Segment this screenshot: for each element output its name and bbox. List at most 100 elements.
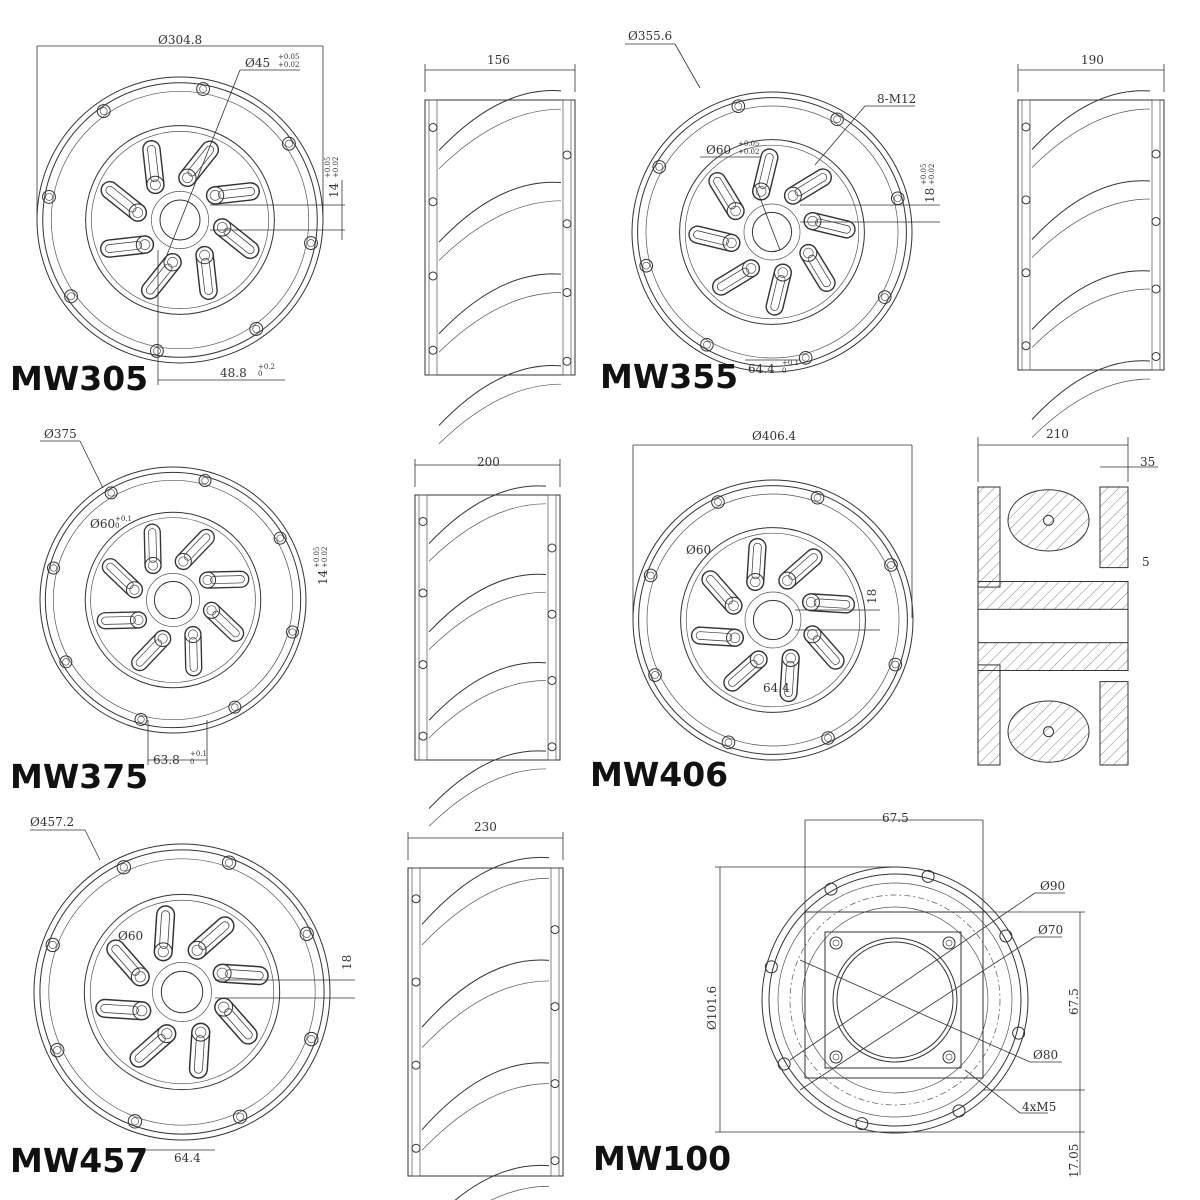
roller-bolt-core: [48, 940, 57, 949]
dia-90-label: Ø90: [1040, 879, 1065, 893]
key-width-label: 14: [316, 569, 330, 585]
roller-edge-inner: [438, 383, 562, 445]
mount-hole: [178, 168, 197, 187]
side-bolt: [1021, 341, 1031, 351]
key-width-label: 14: [327, 182, 341, 198]
roller-edge: [428, 662, 547, 721]
roller-edge: [1031, 270, 1151, 330]
roller-edge-inner: [421, 1083, 550, 1151]
key-tolerance-upper: +0.05: [313, 547, 321, 568]
mount-hole-core: [133, 614, 144, 625]
square-width-label: 67.5: [882, 811, 909, 825]
side-bolt: [428, 197, 438, 207]
mount-hole: [195, 246, 214, 265]
outer-rim: [33, 843, 331, 1141]
mount-hole-core: [182, 172, 193, 184]
slot-inner-fill: [785, 661, 794, 697]
slot-inner-fill: [225, 970, 263, 980]
left-plate: [411, 867, 421, 1177]
side-bolt: [1021, 268, 1031, 278]
hub-circle: [801, 906, 989, 1094]
side-bolt: [1151, 217, 1161, 226]
key-width-label: 18: [865, 589, 879, 604]
mount-hole-core: [134, 971, 146, 983]
mount-hole-core: [728, 600, 739, 611]
roller-edge: [428, 573, 547, 633]
mount-hole: [784, 186, 802, 205]
roller-bolt: [282, 136, 296, 151]
roller-edge-inner: [428, 591, 547, 650]
mount-hole-core: [195, 1026, 207, 1038]
slot-inner-fill: [148, 528, 157, 563]
bolt-tolerance-upper: +0.1: [782, 359, 799, 367]
roller-bolt: [127, 1114, 143, 1129]
roller-bolt: [731, 99, 746, 114]
bore-hole: [159, 199, 201, 241]
slot-inner-fill: [201, 258, 213, 295]
bore-hole: [160, 970, 204, 1014]
roller-bolt-core: [887, 561, 895, 569]
roller-bolt: [299, 926, 314, 941]
key-tolerance-lower: +0.02: [332, 157, 340, 178]
motor-bore: [832, 937, 958, 1063]
slot-inner-fill: [147, 145, 159, 182]
mount-hole-core: [157, 946, 169, 958]
roller-bolt-core: [651, 671, 659, 679]
roller-bolt-core: [107, 489, 115, 497]
hub-plate: [679, 139, 865, 325]
slot-inner-fill: [101, 616, 136, 625]
bolt-tolerance-upper: +0.1: [190, 750, 207, 758]
hub-plate: [680, 527, 866, 713]
slot-inner-fill: [815, 219, 851, 233]
mount-hole-core: [139, 239, 151, 250]
roller-edge: [428, 485, 547, 544]
flange-screw: [942, 936, 956, 950]
roller-bolt-core: [833, 115, 841, 124]
roller-bolt-core: [891, 660, 900, 669]
mount-hole-core: [729, 632, 741, 643]
roller-edge: [428, 750, 547, 809]
slot-inner-fill: [813, 636, 840, 665]
mount-hole: [722, 233, 741, 252]
roller-bolt-core: [152, 347, 161, 355]
offset-label: 17.05: [1067, 1144, 1081, 1178]
mount-hole: [146, 175, 165, 194]
side-bolt: [562, 288, 572, 297]
dim-leader: [164, 69, 241, 261]
roller-edge: [1031, 180, 1151, 240]
wheel-width-label: 210: [1046, 427, 1069, 441]
bore-diameter-label: Ø45: [245, 56, 270, 70]
roller-bolt-core: [99, 107, 108, 115]
side-bolt: [1021, 195, 1031, 205]
side-bolt: [428, 271, 438, 281]
hub-plate: [85, 125, 275, 315]
roller-edge-inner: [421, 877, 550, 946]
side-bolt: [418, 588, 428, 598]
rim-inner: [42, 82, 318, 358]
mount-hole: [802, 593, 820, 612]
mount-hole: [742, 259, 760, 278]
hub-plate-inner: [89, 899, 275, 1085]
rim-groove: [777, 882, 1013, 1118]
roller-bolt: [639, 258, 654, 273]
roller-bolt: [999, 929, 1013, 943]
roller-bolt: [47, 561, 61, 575]
side-bolt: [411, 894, 421, 904]
roller-bolt: [149, 344, 164, 358]
mount-hole-core: [191, 944, 203, 956]
mount-hole: [130, 967, 150, 987]
mount-hole: [129, 611, 147, 629]
mount-hole-core: [750, 576, 761, 588]
roller-bolt-core: [307, 1035, 316, 1044]
side-bolt: [562, 356, 572, 366]
wheel-side-view: [407, 832, 564, 1200]
roller-bolt: [855, 1117, 869, 1131]
bore-tolerance-upper: +0.1: [115, 515, 132, 523]
dim-leader: [799, 959, 1031, 1063]
mount-hole: [125, 581, 143, 599]
roller-bolt-core: [137, 715, 145, 724]
roller-bolt: [42, 189, 56, 204]
roller-bolt: [45, 937, 60, 953]
flange-screw-core: [832, 939, 840, 947]
wheel-side-view: [424, 64, 576, 445]
